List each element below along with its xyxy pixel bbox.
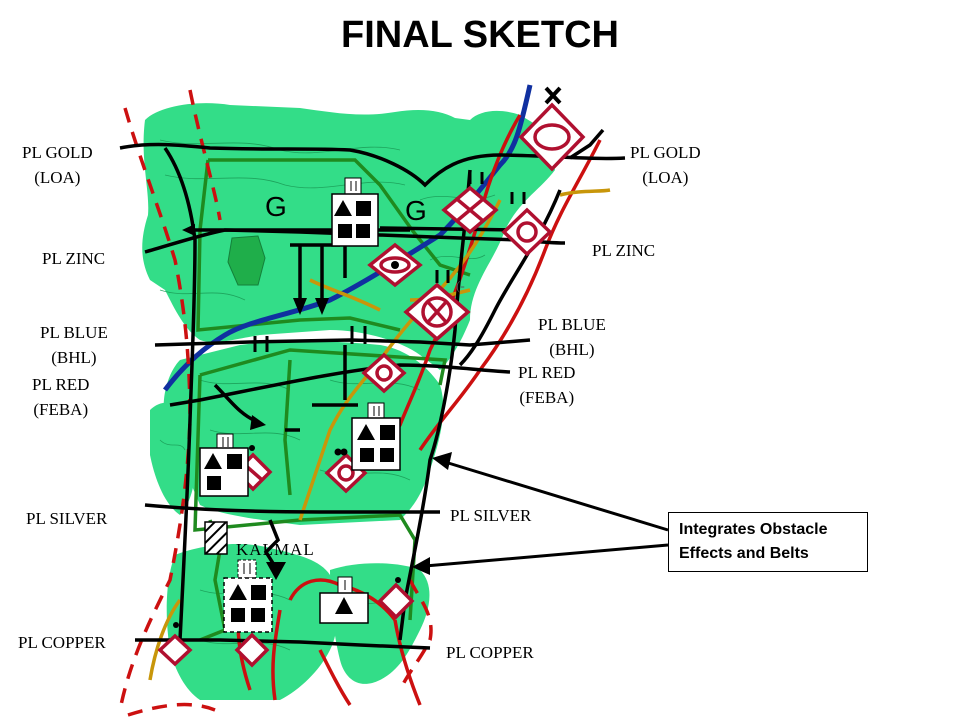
town-label: KALMAL: [236, 540, 315, 559]
unit-south-east: [319, 576, 369, 624]
obstacle-block-3: [403, 282, 471, 342]
obstacle-south-2: [157, 633, 193, 667]
obstacle-markers: [157, 102, 586, 668]
pl-blue-line: [154, 338, 531, 347]
pl-silver-left-label: PL SILVER: [26, 509, 108, 528]
pl-gold-right-name: PL GOLD: [630, 143, 701, 162]
callout-arrows: [412, 452, 669, 575]
pl-red-left-label: PL RED (FEBA): [32, 372, 89, 422]
pl-silver-line: [144, 503, 440, 514]
pl-blue-left-label: PL BLUE (BHL): [40, 320, 108, 370]
guide-letter-right: G: [405, 195, 427, 226]
pl-red-right-sub: (FEBA): [519, 388, 575, 407]
unit-symbols: [199, 177, 401, 633]
dots: [173, 445, 401, 628]
pl-gold-left-sub: (LOA): [34, 168, 81, 187]
callout-box: Integrates Obstacle Effects and Belts: [668, 512, 868, 572]
unit-north: [331, 177, 379, 247]
pl-red-left-name: PL RED: [32, 375, 90, 394]
pl-copper-right-label: PL COPPER: [446, 643, 534, 662]
obstacle-fix-north: [518, 102, 586, 172]
pl-red-right-label: PL RED (FEBA): [518, 360, 575, 410]
pl-zinc-right-label: PL ZINC: [592, 241, 656, 260]
cross-mark: [544, 86, 562, 105]
obstacle-south-3: [234, 632, 270, 668]
tic-marks: [253, 172, 526, 352]
forest-patch: [227, 235, 266, 286]
pl-blue-left-sub: (BHL): [51, 348, 97, 367]
pl-gold-left-label: PL GOLD (LOA): [22, 140, 93, 190]
sector-boundaries: [193, 158, 471, 642]
pl-red-right-name: PL RED: [518, 363, 576, 382]
unit-centre: [351, 402, 401, 471]
callout-line-1: Integrates Obstacle: [679, 521, 828, 538]
obstacle-block-2: [501, 207, 553, 257]
pl-blue-left-name: PL BLUE: [40, 323, 108, 342]
hatched-obstacle-block: [204, 521, 228, 555]
pl-copper-line: [135, 638, 431, 650]
page-title: FINAL SKETCH: [341, 14, 619, 56]
partial-marker: (-: [456, 278, 465, 293]
pl-blue-right-sub: (BHL): [549, 340, 595, 359]
dashed-boundaries: [118, 89, 433, 717]
pl-blue-right-name: PL BLUE: [538, 315, 606, 334]
pl-gold-left-name: PL GOLD: [22, 143, 93, 162]
obstacle-south-1: [377, 582, 415, 620]
pl-gold-right-label: PL GOLD (LOA): [630, 140, 701, 190]
obstacle-eye: [367, 242, 423, 288]
pl-zinc-line: [144, 228, 566, 254]
arrow-heads: [182, 222, 528, 580]
guide-letter-left: G: [265, 191, 287, 222]
callout-line-2: Effects and Belts: [679, 545, 809, 562]
pl-zinc-left-label: PL ZINC: [42, 249, 106, 268]
unit-west: [199, 433, 249, 497]
obstacle-mid-1: [361, 352, 407, 394]
pl-silver-right-label: PL SILVER: [450, 506, 532, 525]
pl-gold-right-sub: (LOA): [642, 168, 689, 187]
unit-south: [223, 559, 273, 633]
ridge-hook: [569, 128, 605, 160]
river: [163, 84, 533, 392]
phase-lines: [119, 142, 626, 650]
pl-blue-right-label: PL BLUE (BHL): [538, 312, 606, 362]
obstacle-block-1: [441, 185, 499, 235]
pl-red-left-sub: (FEBA): [33, 400, 89, 419]
pl-copper-left-label: PL COPPER: [18, 633, 106, 652]
pl-gold-line: [119, 142, 626, 188]
